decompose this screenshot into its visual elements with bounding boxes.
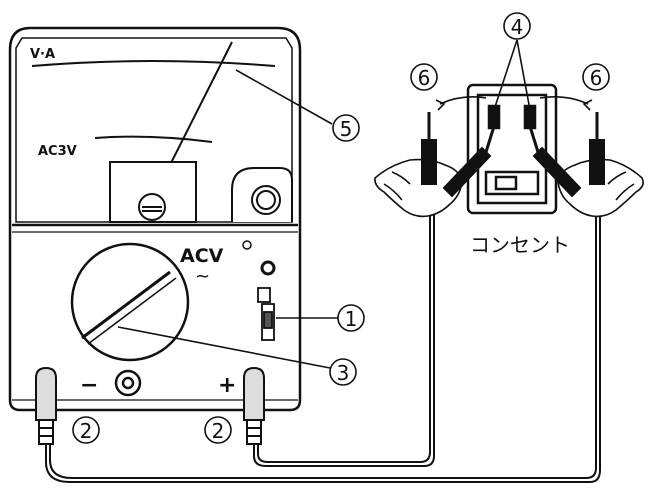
callout-6-right: 6	[582, 63, 610, 91]
right-hand	[557, 158, 644, 218]
callout-2-minus: 2	[72, 416, 100, 444]
plus-label: +	[218, 373, 236, 398]
callout-leaders	[117, 39, 531, 369]
zero-adjust	[231, 167, 293, 222]
slide-switch	[257, 287, 275, 341]
callout-2-plus: 2	[204, 416, 232, 444]
meter-needle	[169, 41, 233, 166]
svg-text:4: 4	[511, 15, 524, 39]
com-jack	[114, 369, 142, 397]
indicator-dot	[242, 240, 252, 250]
range-selector-dial	[70, 242, 190, 362]
outlet-label: コンセント	[470, 233, 570, 257]
meter-scale	[31, 60, 276, 143]
svg-text:6: 6	[418, 66, 431, 90]
ac-symbol: ~	[195, 266, 210, 287]
callout-6-left: 6	[410, 63, 438, 91]
probe-arrows	[435, 96, 593, 111]
range-label: ACV	[180, 245, 224, 267]
test-leads	[45, 186, 601, 483]
wall-outlet	[466, 83, 558, 215]
callout-1: 1	[337, 304, 365, 332]
minus-label: −	[80, 373, 98, 398]
callout-3: 3	[329, 358, 357, 386]
probes	[421, 112, 605, 198]
svg-text:1: 1	[345, 307, 358, 331]
small-jack	[260, 260, 276, 276]
needle-housing	[109, 161, 197, 223]
svg-text:2: 2	[80, 419, 93, 443]
callout-5: 5	[332, 114, 360, 142]
minus-plug	[35, 366, 57, 445]
svg-text:3: 3	[337, 361, 350, 385]
plus-plug	[243, 366, 265, 445]
svg-text:5: 5	[340, 117, 353, 141]
svg-text:2: 2	[212, 419, 225, 443]
scale-ac-label: AC3V	[38, 144, 77, 159]
scale-top-label: V·A	[30, 47, 55, 62]
callout-4: 4	[503, 12, 531, 40]
svg-text:6: 6	[590, 66, 603, 90]
